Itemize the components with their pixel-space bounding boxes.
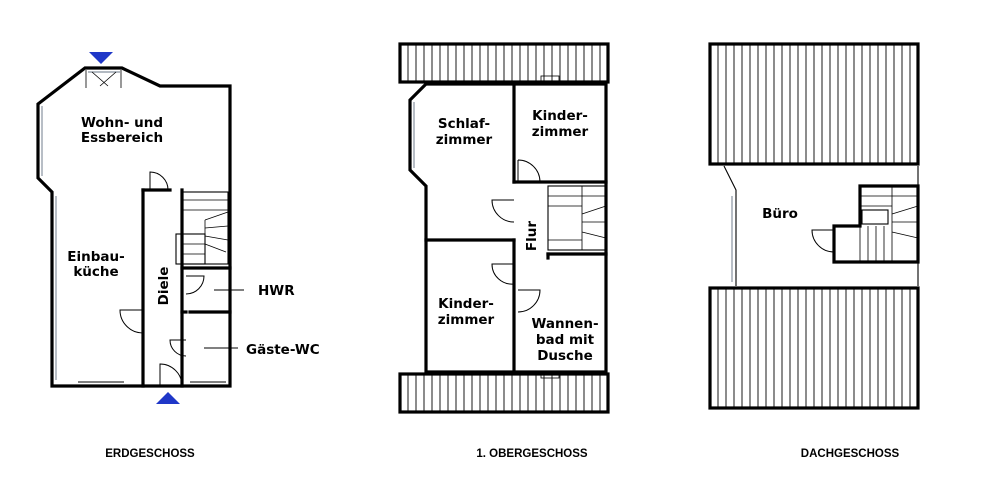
door-swing-icon xyxy=(491,159,541,313)
stair-icon xyxy=(832,184,920,264)
door-swing-icon xyxy=(119,171,205,387)
room-label: Einbau- xyxy=(67,249,124,265)
entrance-arrow-icon xyxy=(89,52,113,64)
floor-label: 1. OBERGESCHOSS xyxy=(476,448,588,460)
room-label: bad mit xyxy=(536,332,595,348)
room-label: Büro xyxy=(762,206,798,222)
floor-plan-erdgeschoss: Wohn- und Essbereich Einbau- küche Diele… xyxy=(36,52,320,460)
room-label: Dusche xyxy=(537,348,593,364)
room-label: zimmer xyxy=(532,124,589,140)
room-label: zimmer xyxy=(438,312,495,328)
room-label: HWR xyxy=(258,283,295,299)
room-label: Schlaf- xyxy=(438,116,490,132)
room-label: Kinder- xyxy=(438,296,494,312)
roof-hatching-icon xyxy=(717,289,911,407)
room-label: Gäste-WC xyxy=(246,342,320,358)
stair-icon xyxy=(175,191,229,265)
roof-hatching-icon xyxy=(717,45,911,163)
floor-label: DACHGESCHOSS xyxy=(801,448,900,460)
room-label: Kinder- xyxy=(532,108,588,124)
roof-hatching-icon xyxy=(407,45,601,81)
room-label: küche xyxy=(73,264,118,280)
floor-plan-obergeschoss: Schlaf- zimmer Kinder- zimmer Flur Kinde… xyxy=(398,42,610,460)
entrance-arrow-icon xyxy=(156,392,180,404)
room-label: zimmer xyxy=(436,132,493,148)
room-label: Diele xyxy=(156,267,172,306)
door-swing-icon xyxy=(811,229,835,253)
room-label: Wohn- und xyxy=(81,115,163,131)
stair-icon xyxy=(547,185,607,251)
room-label: Essbereich xyxy=(81,130,163,146)
room-label: Flur xyxy=(524,221,540,251)
room-label: Wannen- xyxy=(531,316,598,332)
roof-hatching-icon xyxy=(407,375,601,411)
floor-label: ERDGESCHOSS xyxy=(105,448,195,460)
floor-plan-dachgeschoss: Büro DACHGESCHOSS xyxy=(708,42,920,460)
